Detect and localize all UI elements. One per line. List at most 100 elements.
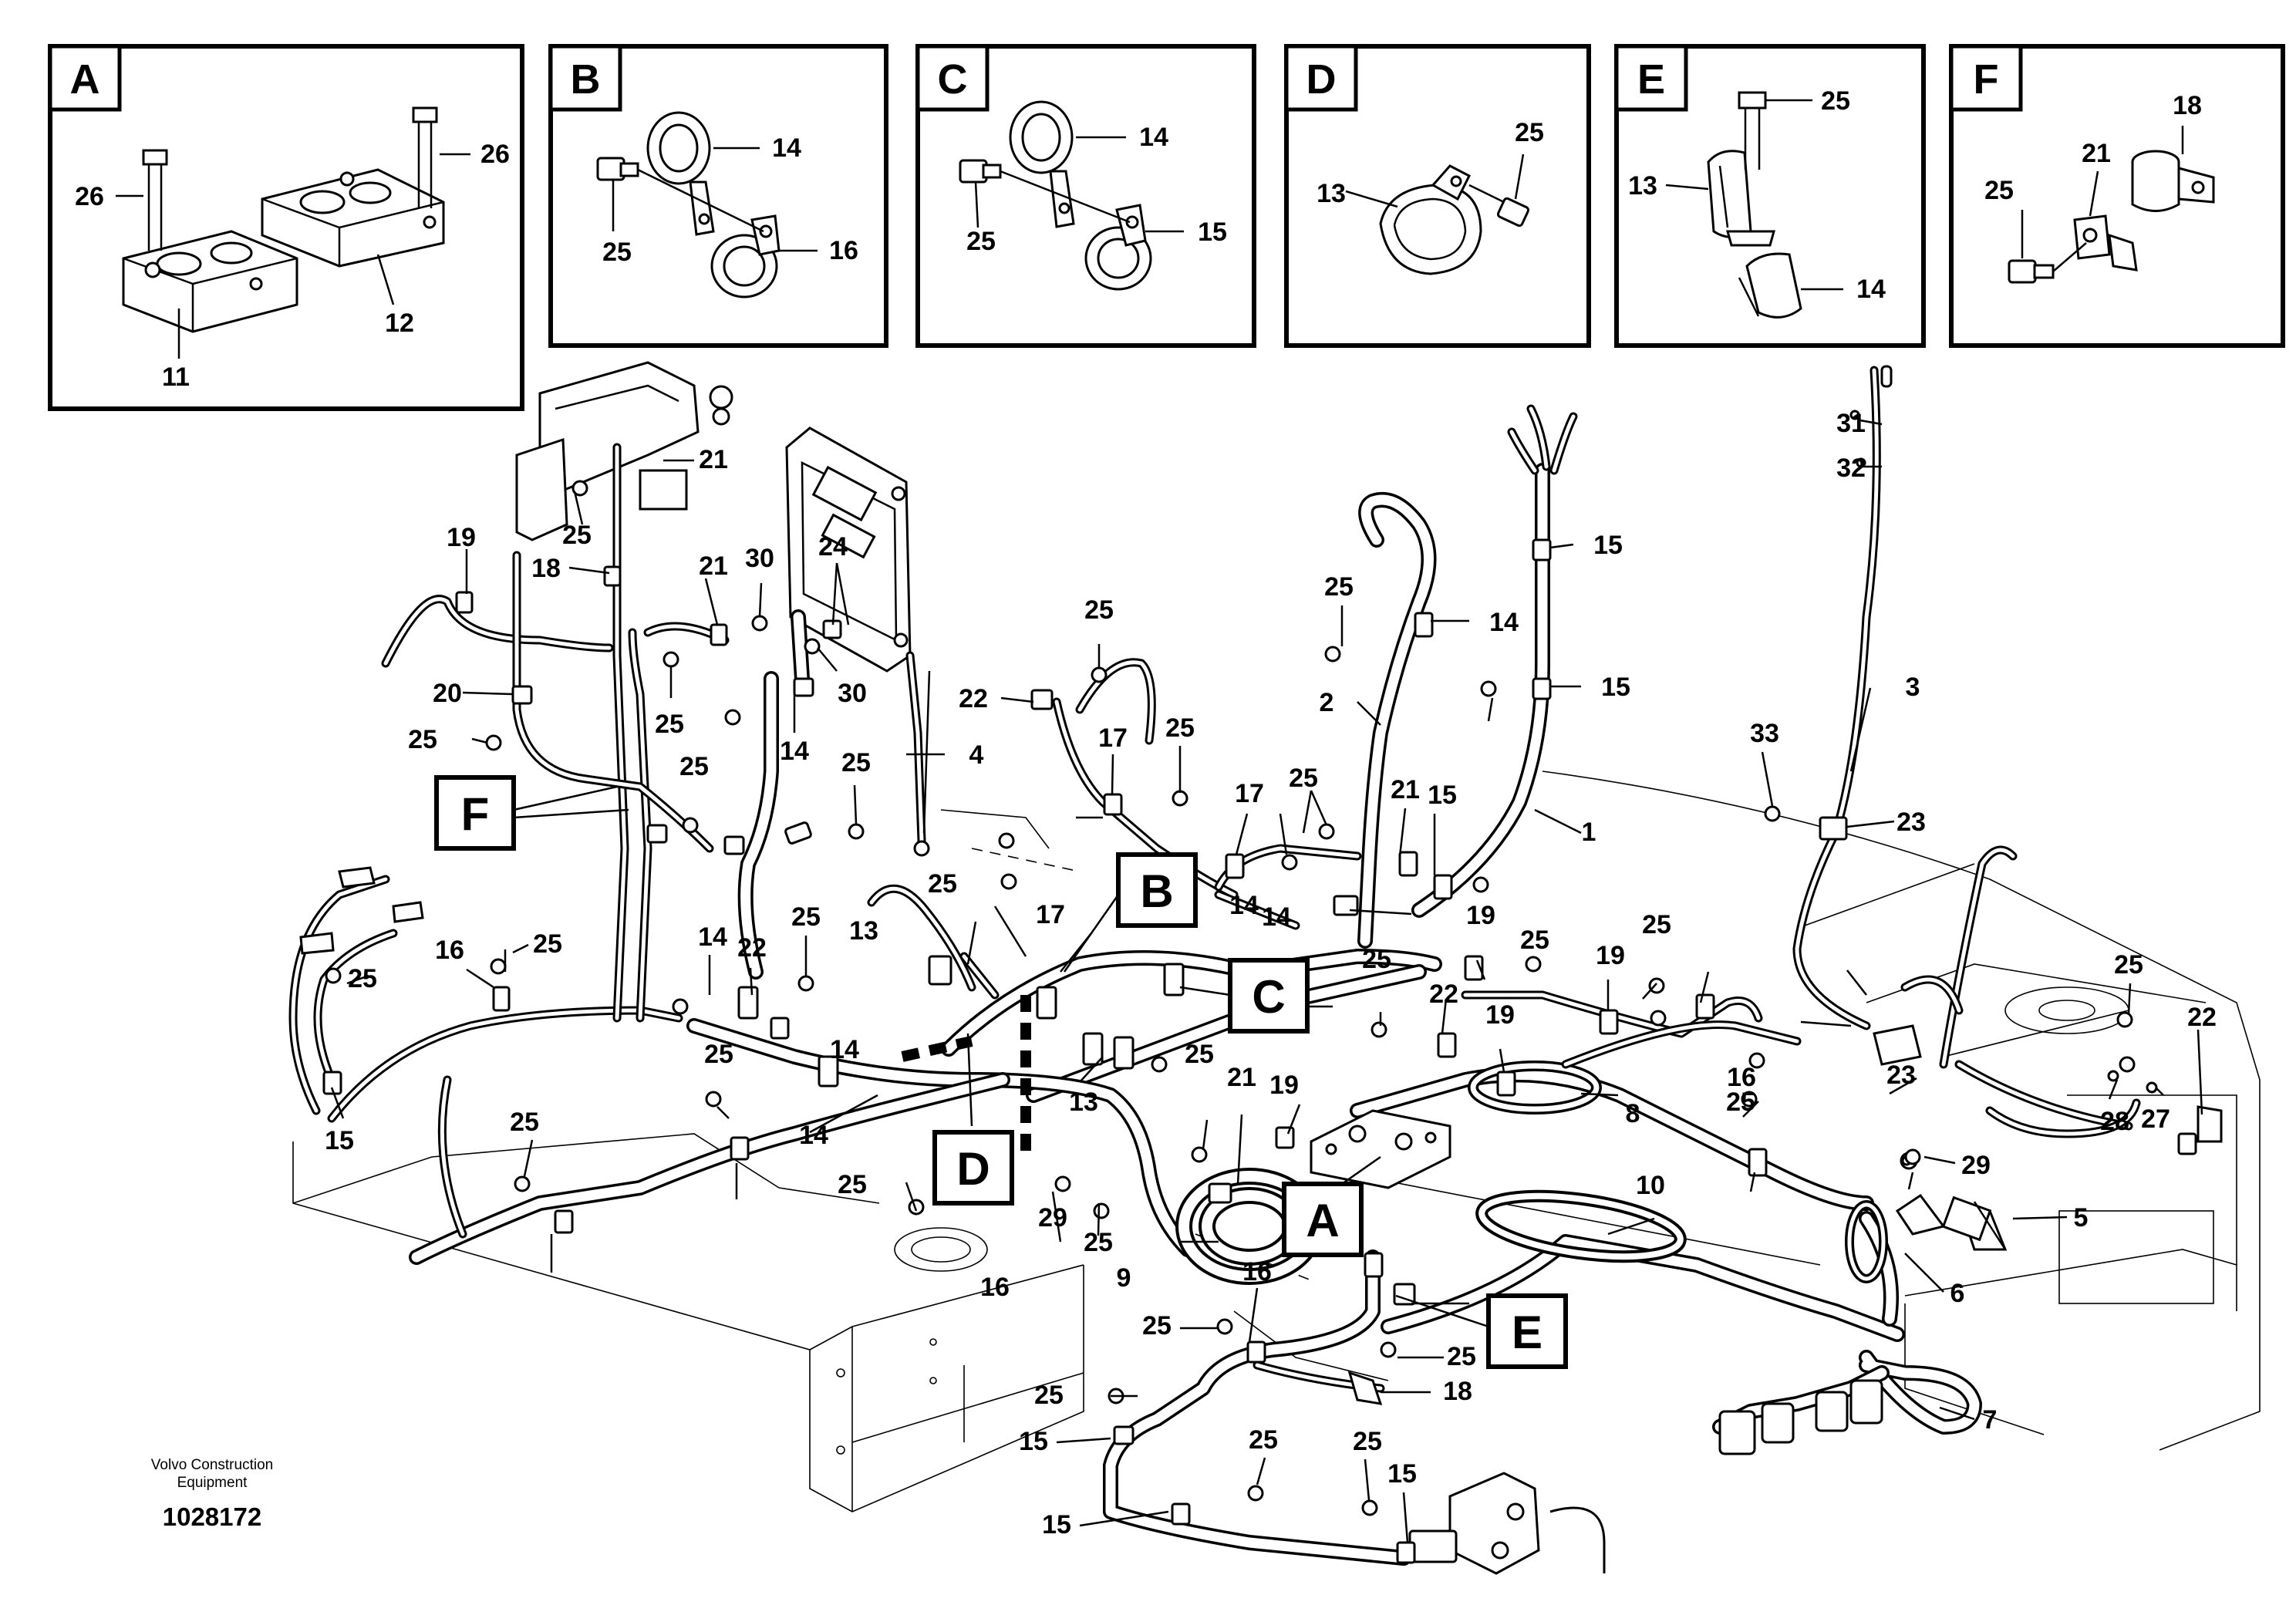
svg-text:E: E [1637,56,1665,103]
svg-text:20: 20 [433,679,462,708]
callout-b: B [1063,852,1198,973]
svg-text:16: 16 [1242,1257,1272,1286]
svg-text:21: 21 [2082,139,2111,168]
svg-text:14: 14 [1856,275,1886,304]
svg-text:7: 7 [1983,1405,1998,1435]
inset-a: A 26 26 11 12 [48,44,524,411]
svg-text:F: F [1974,56,1999,103]
svg-text:22: 22 [737,933,767,963]
svg-text:14: 14 [1262,902,1291,932]
svg-text:D: D [1306,56,1337,103]
section-d-indicator [901,995,1031,1157]
svg-text:15: 15 [1593,531,1623,560]
svg-text:13: 13 [849,916,878,946]
svg-text:25: 25 [1362,945,1391,974]
svg-text:19: 19 [1596,941,1625,970]
svg-text:15: 15 [1042,1510,1071,1539]
svg-text:25: 25 [655,710,684,739]
svg-text:25: 25 [1642,910,1671,939]
svg-text:16: 16 [829,236,858,265]
svg-text:18: 18 [2173,91,2202,120]
svg-text:25: 25 [1984,176,2014,205]
svg-text:25: 25 [533,929,562,959]
svg-text:17: 17 [1098,723,1128,753]
svg-text:12: 12 [385,309,414,338]
svg-text:1: 1 [1582,818,1596,847]
svg-text:24: 24 [818,532,848,561]
svg-text:21: 21 [699,551,728,581]
svg-text:E: E [1512,1307,1542,1358]
svg-text:13: 13 [1317,179,1346,208]
svg-text:29: 29 [1038,1203,1067,1233]
svg-text:25: 25 [704,1040,733,1069]
svg-text:5: 5 [2074,1203,2089,1233]
svg-text:15: 15 [1601,673,1630,702]
svg-text:14: 14 [780,737,809,766]
svg-text:25: 25 [510,1108,539,1137]
callout-d: D [932,1130,1014,1206]
svg-text:4: 4 [969,740,984,770]
svg-text:17: 17 [1235,779,1264,808]
svg-text:2: 2 [1320,688,1334,717]
svg-text:31: 31 [1836,409,1866,438]
inset-e: E 25 13 14 [1614,44,1926,348]
svg-text:25: 25 [1034,1381,1064,1410]
svg-text:10: 10 [1636,1171,1665,1200]
svg-text:15: 15 [1387,1459,1417,1489]
svg-text:13: 13 [1628,171,1657,201]
svg-text:26: 26 [75,182,104,211]
svg-text:D: D [956,1143,990,1195]
svg-text:14: 14 [1489,608,1519,637]
svg-text:25: 25 [2114,950,2143,980]
part-number-labels: 21 25 19 18 21 30 24 30 20 25 25 14 25 4… [325,409,2217,1539]
svg-text:13: 13 [1069,1088,1098,1117]
svg-text:25: 25 [1084,1228,1113,1257]
inset-c: C 14 25 15 [915,44,1256,348]
callout-f: F [434,775,629,851]
svg-text:F: F [461,788,490,840]
svg-text:25: 25 [1324,572,1354,602]
svg-text:25: 25 [966,227,996,256]
svg-text:15: 15 [325,1126,354,1155]
svg-text:25: 25 [1289,764,1318,793]
svg-text:25: 25 [841,748,871,777]
mounting-bracket [515,361,733,541]
svg-text:25: 25 [348,964,377,993]
svg-text:29: 29 [1961,1151,1991,1180]
svg-text:18: 18 [531,554,561,583]
svg-text:15: 15 [1019,1427,1048,1456]
svg-text:14: 14 [830,1035,859,1064]
svg-text:15: 15 [1428,781,1457,810]
inset-letter: A [70,56,100,103]
svg-text:14: 14 [1139,123,1168,152]
svg-text:30: 30 [745,544,774,573]
svg-text:A: A [1306,1195,1339,1246]
machine-frame-outline [292,771,2261,1512]
svg-text:25: 25 [838,1170,867,1199]
svg-text:6: 6 [1950,1279,1965,1308]
svg-text:8: 8 [1626,1099,1640,1128]
callout-e: E [1395,1293,1568,1369]
svg-text:25: 25 [1515,118,1544,147]
svg-text:C: C [1252,971,1285,1023]
svg-text:14: 14 [698,922,727,952]
drawing-number: 1028172 [162,1502,262,1531]
drawing-footer: Volvo Construction Equipment 1028172 [116,1456,308,1532]
svg-text:23: 23 [1896,808,1926,837]
svg-text:15: 15 [1198,218,1227,247]
svg-text:25: 25 [602,238,632,267]
svg-text:25: 25 [1249,1425,1278,1455]
svg-text:22: 22 [1429,980,1458,1009]
svg-text:32: 32 [1836,454,1866,483]
callout-a: A [1282,1155,1381,1257]
svg-text:30: 30 [838,679,867,708]
svg-text:14: 14 [772,133,801,163]
svg-text:25: 25 [791,902,821,932]
connectors [299,821,2223,1575]
svg-text:25: 25 [1726,1088,1755,1117]
svg-text:33: 33 [1750,719,1779,748]
svg-text:25: 25 [1821,86,1850,116]
svg-text:25: 25 [562,521,592,550]
svg-text:16: 16 [980,1273,1010,1302]
svg-text:25: 25 [1084,595,1114,625]
